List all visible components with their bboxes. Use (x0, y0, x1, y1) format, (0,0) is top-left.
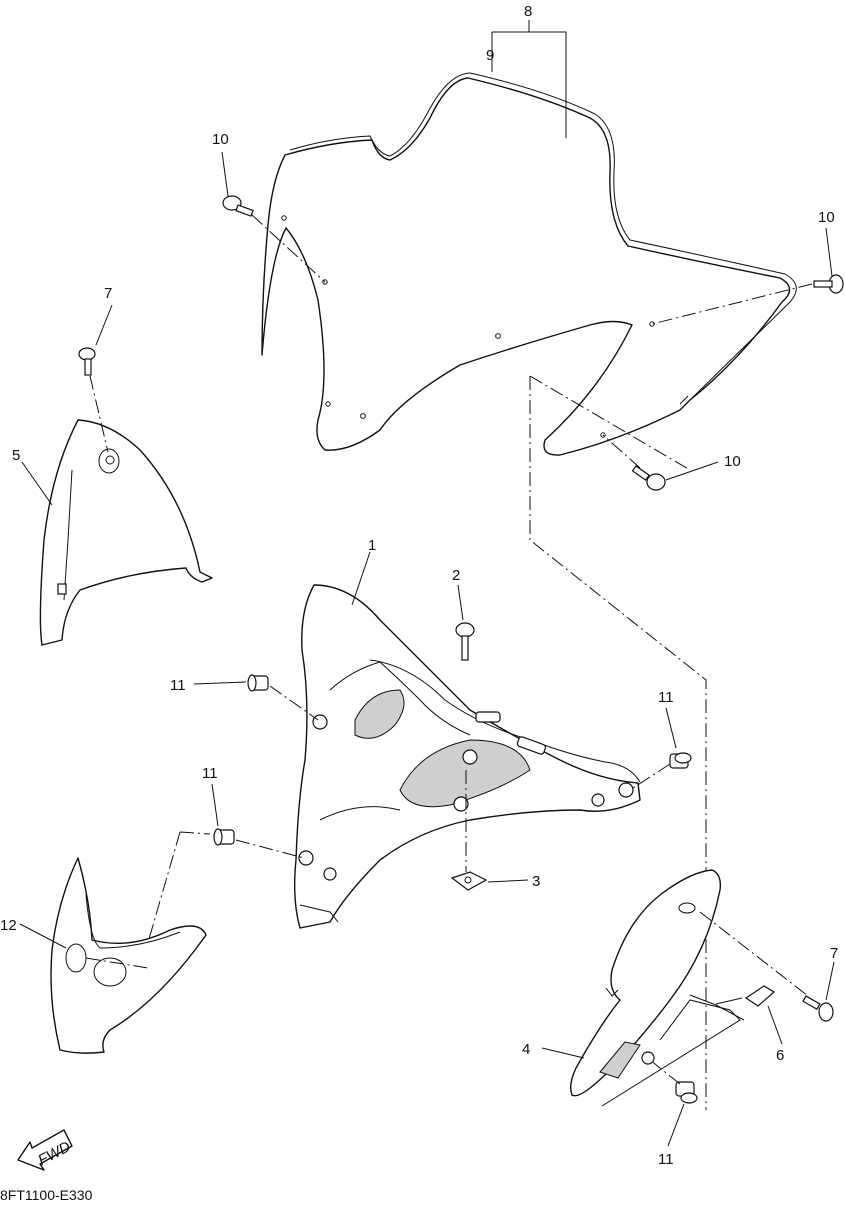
side-panel-5 (39, 419, 213, 646)
callout-11-left-upper: 11 (170, 677, 186, 694)
callout-11-right-upper: 11 (658, 689, 674, 706)
grommet-11-b (213, 828, 235, 846)
screw-10-right (813, 274, 844, 294)
clip-6 (744, 985, 776, 1007)
screw-10-left (222, 195, 254, 217)
callout-7-upper: 7 (104, 285, 112, 302)
grommet-11-a (247, 674, 269, 692)
callout-6: 6 (776, 1047, 784, 1064)
callout-11-right-lower: 11 (658, 1151, 674, 1168)
screw-10-lower (631, 465, 666, 491)
callout-2: 2 (452, 567, 460, 584)
alignment-line-upper (529, 375, 691, 471)
callout-7-lower: 7 (830, 945, 838, 962)
alignment-line-right (529, 376, 707, 1110)
windshield-trim-9 (289, 72, 797, 401)
drawing-code: 8FT1100-E330 (0, 1187, 93, 1203)
callout-3: 3 (532, 873, 540, 890)
side-panel-4 (569, 869, 745, 1107)
screw-7-lower (802, 995, 834, 1022)
cowl-opening-top (354, 689, 405, 739)
grommet-11-d (675, 1081, 698, 1104)
fwd-arrow-icon (17, 1129, 73, 1171)
screw-2 (455, 622, 475, 661)
callout-4: 4 (522, 1041, 530, 1058)
callout-5: 5 (12, 447, 20, 464)
callout-1: 1 (368, 537, 376, 554)
nut-3 (450, 871, 488, 891)
grommet-11-c (669, 752, 692, 769)
windshield (261, 72, 797, 456)
callout-8: 8 (524, 3, 532, 20)
lower-panel-12 (50, 857, 207, 1054)
center-cowl-1 (293, 584, 641, 929)
cowl-opening-center (399, 739, 531, 808)
callout-10-right: 10 (818, 209, 835, 226)
callout-10-lower: 10 (724, 453, 741, 470)
callout-11-left-lower: 11 (202, 765, 218, 782)
callout-10-left: 10 (212, 131, 229, 148)
callout-12: 12 (0, 917, 17, 934)
callout-9: 9 (486, 47, 494, 64)
screw-7-upper (78, 347, 96, 376)
